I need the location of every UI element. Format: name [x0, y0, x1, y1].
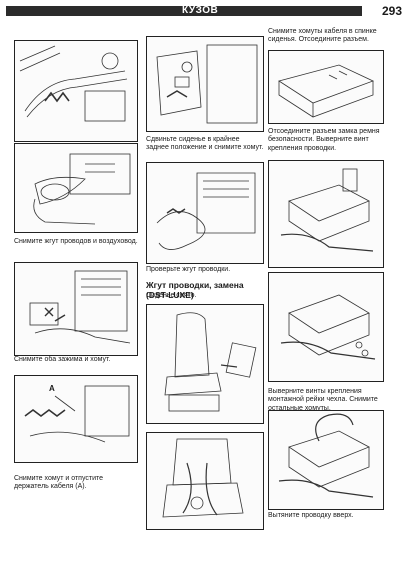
figure-right-4 [268, 410, 384, 510]
caption-middle-2: Проверьте жгут проводки. [146, 266, 231, 273]
caption-left-2: Снимите оба зажима и хомут. [14, 356, 111, 363]
illustration-seat-base [278, 64, 375, 118]
section-heading: Жгут проводки, замена (DST-LUXE) [146, 280, 244, 300]
section-subtitle: Сиденье снято. [146, 292, 197, 299]
figure-left-4: A [14, 375, 138, 463]
page-header: КУЗОВ 293 [6, 4, 402, 18]
illustration-seat-harness [162, 438, 244, 518]
figure-middle-2 [146, 162, 264, 264]
caption-right-4: Вытяните проводку вверх. [268, 512, 354, 519]
label-a: A [49, 384, 55, 393]
illustration-pull-harness [278, 413, 374, 498]
illustration-seat [164, 312, 257, 412]
figure-right-3 [268, 272, 384, 382]
caption-right-1: Снимите хомуты кабеля в спинке сиденья. … [268, 28, 377, 44]
illustration-seat-back [156, 44, 258, 124]
caption-left-3: Снимите хомут и отпустите держатель кабе… [14, 475, 104, 491]
caption-right-2: Отсоедините разъем замка ремня безопасно… [268, 128, 380, 152]
illustration-air-duct [33, 153, 131, 225]
figure-left-1 [14, 40, 138, 142]
figure-right-2 [268, 160, 384, 268]
figure-middle-1 [146, 36, 264, 132]
illustration-belt-connector [280, 168, 374, 252]
illustration-mounting-rail [280, 294, 376, 360]
figure-left-2 [14, 143, 138, 233]
illustration-harness-removal [19, 45, 128, 122]
illustration-cable-holder [24, 385, 130, 443]
figure-right-1 [268, 50, 384, 124]
figure-middle-4 [146, 432, 264, 530]
caption-right-3: Выверните винты крепления монтажной рейк… [268, 388, 378, 412]
figure-middle-3 [146, 304, 264, 424]
header-bar [6, 6, 362, 16]
caption-left-1: Снимите жгут проводов и воздуховод. [14, 238, 138, 245]
page-number: 293 [381, 4, 402, 18]
illustration-clamps [29, 270, 131, 344]
caption-middle-1: Сдвиньте сиденье в крайнее заднее положе… [146, 136, 264, 152]
figure-left-3 [14, 262, 138, 356]
illustration-harness-check [156, 172, 256, 250]
section-title: КУЗОВ [182, 5, 219, 16]
